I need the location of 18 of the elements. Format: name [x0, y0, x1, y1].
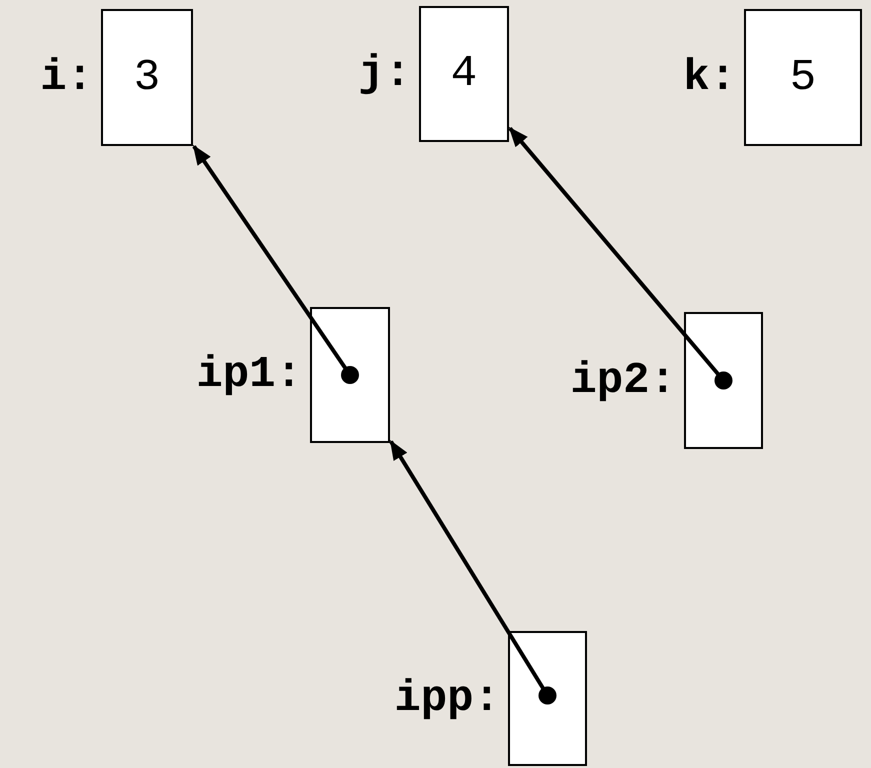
value-text: 4	[450, 49, 478, 99]
pointer-arrow	[192, 144, 359, 384]
value-box	[101, 9, 193, 146]
variable-name: i:	[40, 56, 93, 100]
pointer-arrow	[508, 126, 732, 390]
value-text: 3	[134, 52, 160, 102]
variable-name: k:	[683, 56, 736, 100]
variable-name: ipp:	[394, 676, 500, 720]
variable-name: ip1:	[196, 353, 302, 397]
variable-name: j:	[358, 52, 411, 96]
value-box	[419, 6, 509, 142]
pointer-box	[508, 631, 587, 766]
pointer-box	[684, 312, 763, 449]
value-text: 5	[790, 52, 816, 102]
pointer-arrow	[389, 440, 556, 704]
value-box	[744, 9, 862, 146]
variable-name: ip2:	[570, 358, 676, 402]
pointer-box	[310, 307, 390, 443]
